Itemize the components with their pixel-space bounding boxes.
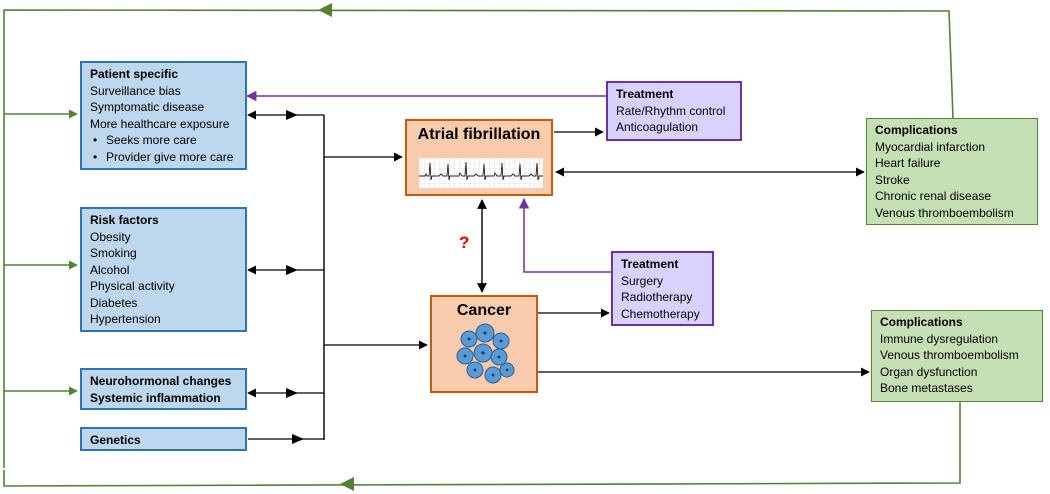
risk-factors-title: Risk factors [90, 213, 159, 227]
feedback-loop-top [3, 3, 954, 468]
patient-specific-item: Surveillance bias [90, 83, 181, 98]
atrial-fibrillation-title: Atrial fibrillation [417, 126, 541, 143]
af-complication-item: Chronic renal disease [875, 189, 992, 203]
feedback-arrowhead-bottom [340, 477, 354, 491]
cancer-box: Cancer [430, 295, 538, 393]
patient-specific-item: More healthcare exposure [90, 116, 230, 131]
feedback-loop-bottom [3, 402, 961, 491]
cancer-complications-box: Complications Immune dysregulation Venou… [871, 310, 1043, 402]
af-treatment-box: Treatment Rate/Rhythm control Anticoagul… [606, 81, 742, 141]
uncertain-link-question-mark: ? [459, 233, 470, 252]
feedback-arrowhead-top [318, 3, 332, 17]
factor-connectors [247, 110, 428, 444]
cancer-complication-item: Immune dysregulation [880, 331, 999, 346]
patient-specific-item: Symptomatic disease [90, 100, 205, 114]
af-complication-item: Myocardial infarction [875, 139, 986, 154]
cancer-complications-title: Complications [880, 315, 963, 329]
cancer-complication-item: Bone metastases [880, 381, 973, 395]
cancer-treatment-title: Treatment [621, 257, 679, 271]
genetics-title: Genetics [90, 433, 141, 447]
af-treatment-title: Treatment [616, 87, 674, 101]
af-complication-item: Venous thromboembolism [875, 205, 1014, 220]
cancer-cells-icon [456, 323, 515, 384]
cancer-title: Cancer [456, 302, 512, 319]
af-treatment-item: Anticoagulation [616, 120, 699, 134]
af-complications-box: Complications Myocardial infarction Hear… [866, 118, 1038, 225]
cancer-complication-item: Organ dysfunction [880, 364, 978, 379]
cancer-treatment-box: Treatment Surgery Radiotherapy Chemother… [611, 251, 714, 326]
risk-factor-item: Smoking [90, 246, 137, 260]
patient-specific-box: Patient specific Surveillance bias Sympt… [80, 61, 247, 170]
neurohormonal-box: Neurohormonal changes Systemic inflammat… [80, 368, 247, 410]
af-complications-title: Complications [875, 123, 958, 137]
risk-factor-item: Hypertension [90, 312, 161, 326]
patient-specific-bullet: Seeks more care [90, 132, 237, 149]
neurohormonal-label: Neurohormonal changes [90, 374, 232, 388]
inflammation-label: Systemic inflammation [90, 390, 221, 405]
risk-factor-item: Diabetes [90, 295, 138, 310]
cancer-treatment-item: Radiotherapy [621, 290, 693, 304]
cancer-complication-item: Venous thromboembolism [880, 348, 1019, 362]
patient-specific-bullet: Provider give more care [90, 149, 237, 166]
genetics-box: Genetics [80, 427, 247, 451]
patient-specific-title: Patient specific [90, 67, 179, 81]
atrial-fibrillation-box: Atrial fibrillation [405, 119, 553, 196]
ecg-strip-icon [419, 158, 543, 188]
af-complication-item: Heart failure [875, 156, 941, 170]
af-complication-item: Stroke [875, 172, 910, 187]
risk-factors-box: Risk factors Obesity Smoking Alcohol Phy… [80, 207, 247, 332]
cancer-treatment-item: Chemotherapy [621, 306, 700, 321]
risk-factor-item: Alcohol [90, 262, 130, 277]
risk-factor-item: Obesity [90, 229, 131, 244]
cancer-treatment-to-af-arrow [518, 197, 611, 273]
cancer-treatment-item: Surgery [621, 273, 664, 288]
af-treatment-item: Rate/Rhythm control [616, 103, 726, 118]
risk-factor-item: Physical activity [90, 279, 175, 293]
